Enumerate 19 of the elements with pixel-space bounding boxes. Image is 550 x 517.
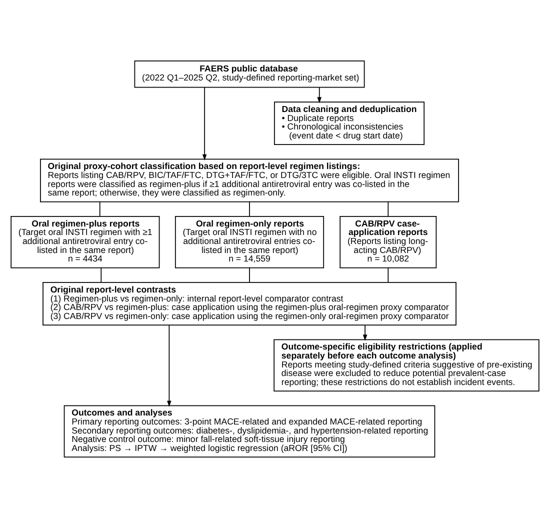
arrow xyxy=(317,86,322,103)
node-box: Original report-level contrasts (1) Regimen-plus vs regimen-only: internal report-level comparator contrast (2) CAB/RPV vs regimen-plus: case application using the regimen-plus oral-regimen proxy comparator (3) CAB/RPV vs regimen-only: case application using the regimen-only oral-regimen proxy comparator xyxy=(42,282,456,325)
node-box: Outcome-specific eligibility restrictions (applied separately before each outcome analysis) Reports meeting study-defined criteria suggestive of pre-existing disease were excluded to reduce potential prevalent-case reporting; these restrictions do not establish incident events. xyxy=(274,338,540,391)
arrow xyxy=(362,324,368,340)
arrow xyxy=(202,86,207,160)
node-box: Original proxy-cohort classification based on report-level regimen listings: Reports listing CAB/RPV, BIC/TAF/FTC, DTG+TAF/FTC, or DTG/3TC were eligible. Oral INSTI regimen reports were classified as regimen-plus if ≥1 additional antiretroviral entry was co-listed in the same report; otherwise, they were classified as regimen-only. xyxy=(40,158,460,202)
connector xyxy=(388,266,389,282)
node-box: Oral regimen-only reports (Target oral INSTI regimen with no additional antiretroviral entries co-listed in the same report) n = 14,559 xyxy=(174,216,324,268)
node-box: FAERS public database (2022 Q1–2025 Q2, study-defined reporting-market set) xyxy=(134,60,365,88)
connector xyxy=(100,266,102,282)
connector xyxy=(249,201,250,216)
node-box: CAB/RPV case-application reports (Reports listing long-acting CAB/RPV) n = 10,082 xyxy=(340,216,437,268)
node-box: Outcomes and analyses Primary reporting outcomes: 3-point MACE-related and expanded MACE-related reporting Secondary reporting outcomes: diabetes-, dyslipidemia-, and hypertension-related reporting Negative control outcome: minor fall-related soft-tissue injury reporting Analysis: PS → IPTW → weighted logistic regression (aROR [95% CI]) xyxy=(64,404,436,457)
node-box: Data cleaning and deduplication • Duplicate reports • Chronological inconsistencies (event date < drug start date) xyxy=(274,101,425,144)
node-box: Oral regimen-plus reports (Target oral INSTI regimen with ≥1 additional antiretroviral entry co-listed in the same report) n = 4434 xyxy=(10,216,160,268)
arrow xyxy=(167,324,172,406)
connector xyxy=(249,266,250,282)
connector xyxy=(99,201,100,216)
connector xyxy=(388,201,389,216)
